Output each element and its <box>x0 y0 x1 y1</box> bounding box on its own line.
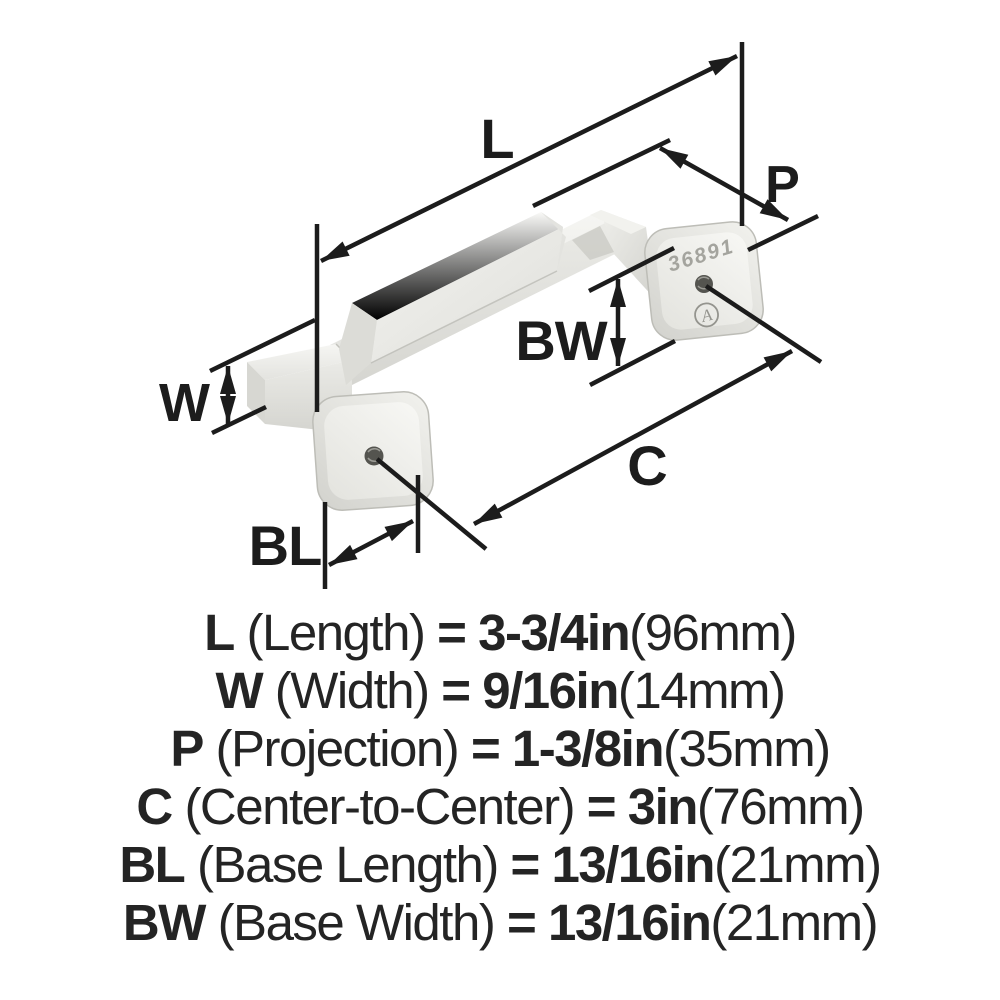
dim-value-imperial: 9/16in <box>482 662 619 719</box>
dim-value-metric: (76mm) <box>696 778 865 835</box>
dim-value-metric: (21mm) <box>713 836 882 893</box>
handle-grip-front-face <box>371 227 563 363</box>
handle-left-leg-top <box>247 344 352 380</box>
dim-value-imperial: 3-3/4in <box>478 604 631 661</box>
dim-name: (Base Length) <box>197 836 499 893</box>
dim-code: P <box>170 720 204 777</box>
dim-code: L <box>204 604 235 661</box>
label-center-to-center: C <box>627 434 666 497</box>
legend: L (Length) = 3-3/4in(96mm) W (Width) = 9… <box>0 604 1000 952</box>
label-width: W <box>159 373 210 433</box>
dim-name: (Center-to-Center) <box>184 778 575 835</box>
legend-row-base-length: BL (Base Length) = 13/16in(21mm) <box>0 836 1000 894</box>
legend-row-width: W (Width) = 9/16in(14mm) <box>0 662 1000 720</box>
label-base-length: BL <box>249 514 322 577</box>
dim-code: BW <box>122 894 206 951</box>
legend-row-center-to-center: C (Center-to-Center) = 3in(76mm) <box>0 778 1000 836</box>
dim-code: W <box>215 662 263 719</box>
dim-value-imperial: 13/16in <box>547 894 712 951</box>
dim-name: (Base Width) <box>217 894 496 951</box>
brand-logo-circle-icon <box>694 302 719 328</box>
dim-name: (Length) <box>246 604 425 661</box>
equals-sign: = <box>586 778 617 835</box>
dim-code: BL <box>119 836 185 893</box>
handle-render: 36891 A <box>247 210 764 511</box>
dim-name: (Projection) <box>215 720 460 777</box>
bw-extension-line-top <box>587 245 676 294</box>
label-base-width: BW <box>515 309 607 372</box>
label-projection: P <box>765 156 799 214</box>
dim-value-imperial: 1-3/8in <box>511 720 665 777</box>
dimension-diagram-svg: 36891 A <box>159 42 823 589</box>
legend-row-projection: P (Projection) = 1-3/8in(35mm) <box>0 720 1000 778</box>
equals-sign: = <box>470 720 501 777</box>
dimension-lines <box>209 42 823 589</box>
w-extension-line-top <box>209 317 316 374</box>
dimension-labels: L P W BW C BL <box>159 107 800 577</box>
p-extension-line-back <box>747 213 819 253</box>
label-length: L <box>480 107 513 170</box>
legend-row-length: L (Length) = 3-3/4in(96mm) <box>0 604 1000 662</box>
equals-sign: = <box>510 836 541 893</box>
dim-code: C <box>136 778 173 835</box>
bl-dimension-line <box>327 519 415 567</box>
handle-grip-bottom-edge <box>370 270 558 364</box>
p-extension-line-front <box>532 137 671 209</box>
legend-row-base-width: BW (Base Width) = 13/16in(21mm) <box>0 894 1000 952</box>
c-leader-line-left <box>375 457 488 551</box>
equals-sign: = <box>437 604 467 661</box>
dim-name: (Width) <box>274 662 430 719</box>
brand-logo-letter: A <box>698 305 714 326</box>
dim-value-metric: (96mm) <box>629 604 797 661</box>
dim-value-metric: (21mm) <box>710 894 878 951</box>
dim-value-metric: (35mm) <box>663 720 831 777</box>
dim-value-imperial: 13/16in <box>551 836 716 893</box>
dim-value-metric: (14mm) <box>617 662 786 719</box>
equals-sign: = <box>506 894 537 951</box>
handle-grip-left-facet <box>339 303 377 385</box>
l-dimension-line <box>320 53 738 264</box>
equals-sign: = <box>441 662 471 719</box>
diagram-area: 36891 A <box>159 42 823 589</box>
c-dimension-line <box>472 349 794 526</box>
w-extension-line-bottom <box>211 404 267 436</box>
c-leader-line-right <box>704 284 823 364</box>
dim-value-imperial: 3in <box>627 778 699 835</box>
p-dimension-line <box>658 146 790 222</box>
